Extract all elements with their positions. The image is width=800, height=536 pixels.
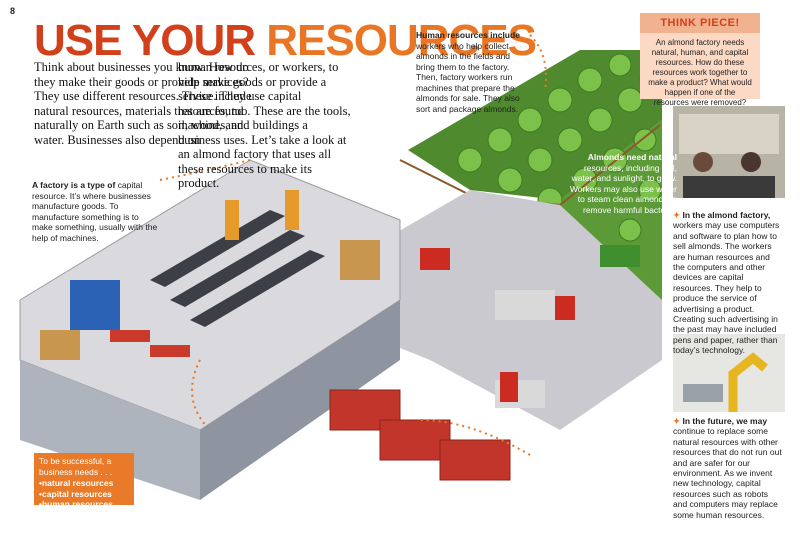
office-photo — [673, 106, 785, 198]
factory-wall — [20, 360, 200, 500]
almond-sidebar-text: workers may use computers and software t… — [673, 220, 780, 356]
sorting-tables — [110, 330, 190, 357]
factory-callout: A factory is a type of capital resource.… — [32, 180, 160, 243]
star-icon: ✦ — [673, 210, 681, 220]
success-list: natural resources capital resources huma… — [39, 478, 129, 510]
success-heading: To be successful, a business needs . . . — [39, 456, 113, 477]
future-sidebar-text: continue to replace some natural resourc… — [673, 426, 782, 520]
almond-factory-sidebar: ✦ In the almond factory, workers may use… — [673, 210, 783, 356]
tractor — [600, 245, 640, 267]
almond-sidebar-bold: In the almond factory, — [682, 210, 771, 220]
orange-chutes — [225, 190, 299, 240]
capital-resources-callout: Capital resources include the factory it… — [532, 438, 662, 522]
natural-callout-bold: Almonds need natural — [587, 152, 677, 162]
capital-callout-bold: Capital resources include the — [532, 438, 651, 448]
page-number: 8 — [10, 6, 16, 16]
star-icon: ✦ — [673, 416, 681, 426]
intro-column-2: human resources, or workers, to help mak… — [178, 60, 351, 190]
delivery-trucks — [420, 248, 575, 408]
success-item: capital resources — [39, 489, 129, 500]
success-item: natural resources — [39, 478, 129, 489]
human-resources-callout: Human resources include workers who help… — [416, 30, 526, 114]
human-callout-text: workers who help collect almonds in the … — [416, 40, 520, 114]
dotted-guide-lines — [159, 34, 547, 456]
future-sidebar-bold: In the future, we may — [682, 416, 768, 426]
page-title: USE YOUR RESOURCES — [34, 16, 537, 66]
box-shelves — [40, 240, 380, 360]
title-word-1: USE YOUR — [34, 16, 256, 65]
success-box: To be successful, a business needs . . .… — [34, 453, 134, 509]
intro-column-1: Think about businesses you know. How do … — [34, 60, 252, 147]
think-piece-title: THINK PIECE! — [640, 13, 760, 33]
think-piece-box: THINK PIECE! An almond factory needs nat… — [640, 13, 760, 107]
conveyor-belts — [150, 210, 325, 327]
shipping-containers — [329, 389, 511, 481]
natural-resources-callout: Almonds need natural resources, includin… — [563, 152, 677, 215]
title-word-2: RESOURCES — [266, 16, 537, 65]
future-sidebar: ✦ In the future, we may continue to repl… — [673, 416, 783, 520]
capital-callout-text: factory itself, delivery trucks, and cle… — [532, 448, 662, 522]
factory-wall-right — [200, 300, 400, 500]
natural-callout-text: resources, including soil, water, and su… — [569, 162, 677, 215]
human-callout-bold: Human resources include — [416, 30, 520, 40]
robot-arm-photo — [673, 334, 785, 412]
success-item: human resources — [39, 499, 129, 510]
cleaning-machine — [70, 280, 120, 330]
think-piece-body: An almond factory needs natural, human, … — [648, 38, 752, 107]
factory-callout-bold: A factory is a type of — [32, 180, 116, 190]
factory-callout-text: capital resource. It’s where businesses … — [32, 180, 158, 243]
